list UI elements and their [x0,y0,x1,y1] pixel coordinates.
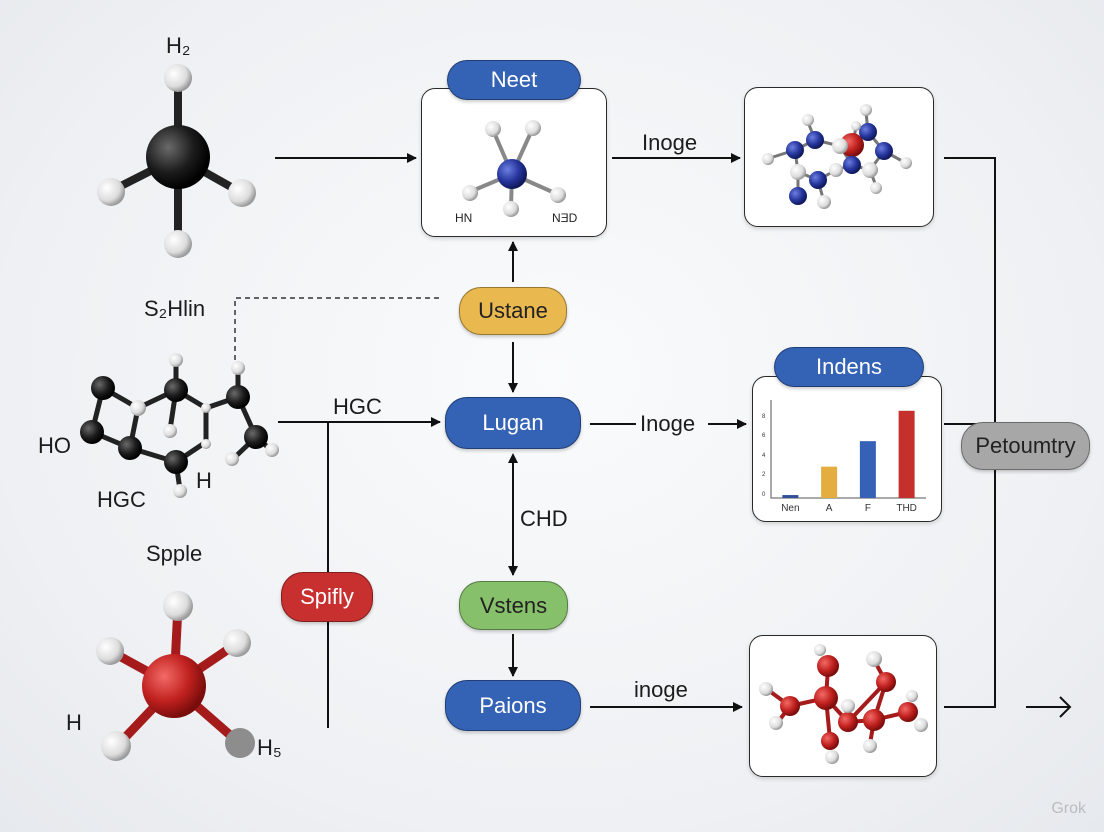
y-tick-label: 2 [762,472,766,479]
h-label-bottom: H [66,710,82,735]
molecule-bottom-label: Spple [146,541,203,566]
neet-atom-right: NƎD [552,211,578,225]
x-tick-label: Nen [781,503,800,514]
molecule-top-label: H₂ [166,33,191,58]
bar-3 [898,410,915,498]
x-tick-label: A [825,503,833,514]
y-tick-label: 4 [762,452,766,459]
molecule-middle-label: S₂Hlin [144,296,206,321]
edge-label-middle: Inoge [640,411,696,436]
h-label-middle: H [196,468,212,493]
ho-label: HO [38,433,71,458]
spifly-node[interactable]: Spifly [281,572,373,622]
y-tick-label: 8 [762,413,766,420]
hgc-label: HGC [97,487,146,512]
petoumtry-node[interactable]: Petoumtry [961,422,1090,470]
edge-label-hgc: HGC [333,394,382,419]
neet-atom-left: HN [455,211,473,225]
x-tick-label: F [864,503,871,514]
dashed-link [234,297,442,360]
bar-1 [821,466,838,498]
ustane-node[interactable]: Ustane [459,287,567,335]
h5-label: H₅ [257,735,282,760]
paions-node[interactable]: Paions [445,680,581,731]
x-tick-label: THD [896,503,917,514]
bar-2 [859,441,876,498]
y-tick-label: 6 [762,433,766,440]
vstens-node[interactable]: Vstens [459,581,568,630]
edge-label-top: Inoge [642,130,698,155]
lugan-node[interactable]: Lugan [445,397,581,449]
indens-node[interactable]: Indens [774,347,924,387]
final-arrow [1026,696,1072,718]
bar-0 [782,495,799,498]
edge-label-chd: CHD [520,506,568,531]
y-tick-label: 0 [762,492,766,498]
edge-label-bottom: inoge [634,677,688,702]
watermark: Grok [1051,800,1086,817]
neet-node[interactable]: Neet [447,60,581,100]
